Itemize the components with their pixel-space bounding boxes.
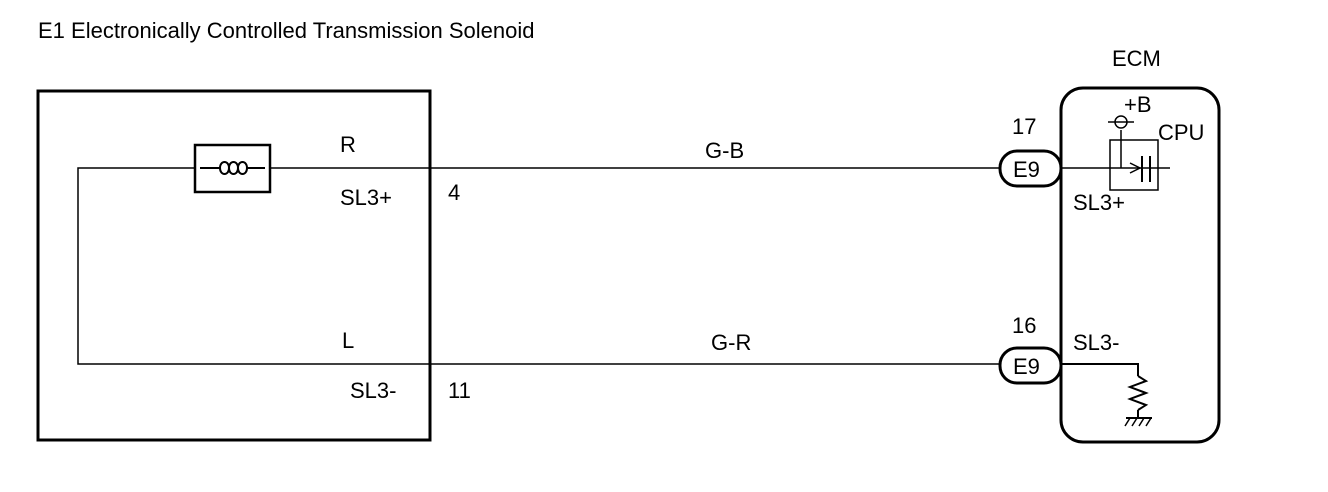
ecm-label: ECM bbox=[1112, 46, 1161, 71]
ecm-internal-wire-minus bbox=[1061, 363, 1139, 376]
connector-pin-17: 17 bbox=[1012, 114, 1036, 139]
connector-pin-16: 16 bbox=[1012, 313, 1036, 338]
terminal-r-label: R bbox=[340, 132, 356, 157]
ecm-sl3-plus-label: SL3+ bbox=[1073, 190, 1125, 215]
cpu-transistor-box bbox=[1109, 139, 1159, 191]
ecm-sl3-minus-label: SL3- bbox=[1073, 330, 1119, 355]
coil-winding-icon bbox=[200, 161, 265, 175]
sl3-plus-label: SL3+ bbox=[340, 185, 392, 210]
solenoid-box bbox=[36, 89, 432, 442]
plus-b-label: +B bbox=[1124, 92, 1152, 117]
ground-hatch-icon bbox=[1124, 417, 1152, 427]
terminal-l-label: L bbox=[342, 328, 354, 353]
pin-4-label: 4 bbox=[448, 180, 460, 205]
wire-color-g-b: G-B bbox=[705, 138, 744, 163]
switch-arrow-icon bbox=[1129, 162, 1142, 174]
connector-e9-upper-label: E9 bbox=[1013, 157, 1040, 182]
sl3-minus-label: SL3- bbox=[350, 378, 396, 403]
connector-e9-lower bbox=[998, 346, 1063, 385]
resistor-icon bbox=[1127, 375, 1149, 411]
diagram-title: E1 Electronically Controlled Transmissio… bbox=[38, 18, 534, 43]
wire-color-g-r: G-R bbox=[711, 330, 751, 355]
connector-e9-lower-label: E9 bbox=[1013, 354, 1040, 379]
pin-11-label: 11 bbox=[448, 378, 471, 403]
ecm-box bbox=[1059, 86, 1221, 444]
cpu-label: CPU bbox=[1158, 120, 1204, 145]
internal-wire-loop bbox=[77, 167, 430, 365]
